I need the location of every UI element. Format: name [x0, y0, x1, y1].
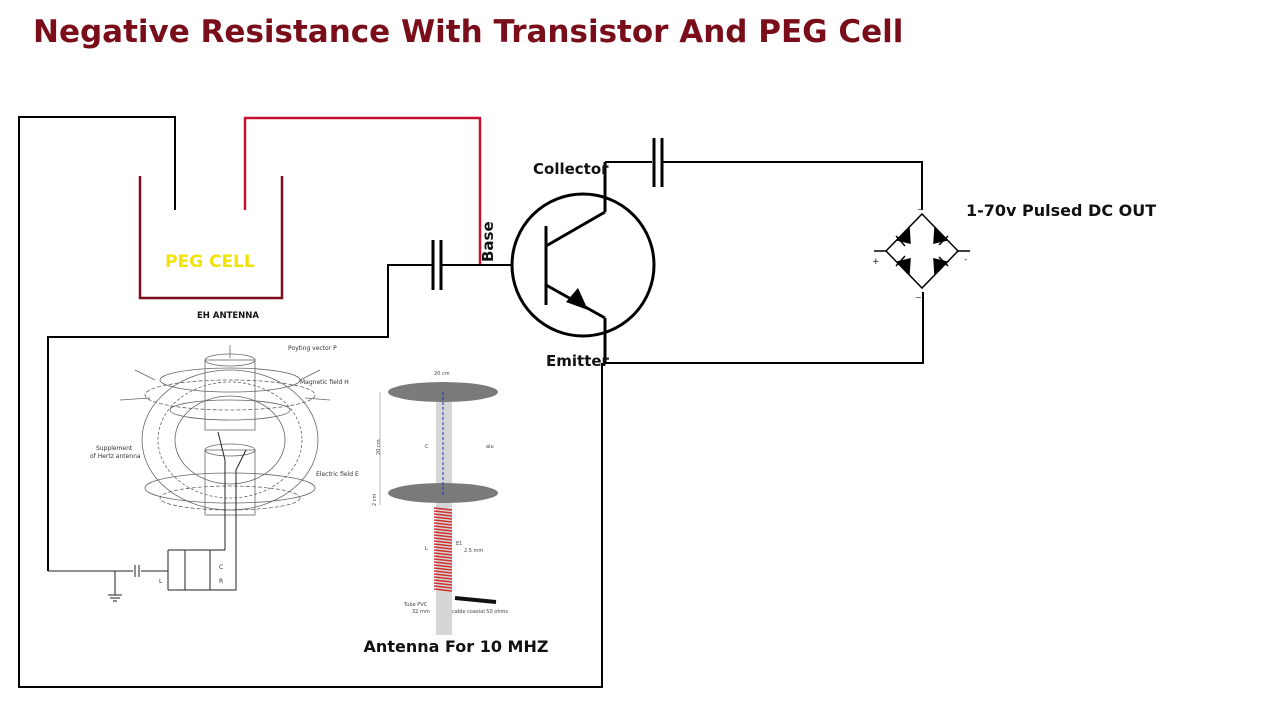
emitter-arrow — [566, 288, 588, 310]
coil-turn — [433, 540, 453, 544]
base-capacitor — [431, 240, 443, 290]
antenna-c-label: C — [425, 444, 429, 450]
coil-turn — [433, 576, 453, 580]
bridge-rectifier — [874, 212, 970, 290]
bridge-diodes — [895, 226, 949, 276]
coil-turn — [433, 558, 453, 562]
coil-turn — [433, 579, 453, 583]
peg-cell-label: PEG CELL — [165, 252, 255, 272]
bridge-plus-mark: + — [872, 257, 880, 267]
antenna-coil — [433, 507, 453, 592]
emitter-label: Emitter — [546, 352, 610, 370]
eh-l-label: L — [159, 578, 163, 585]
collector-wire — [605, 161, 924, 364]
coil-turn — [433, 555, 453, 559]
tube-label-1: Tube PVC — [403, 602, 428, 608]
antenna-gap-label: 2 cm — [372, 493, 378, 506]
eh-feed-network — [48, 431, 247, 602]
eh-c-label: C — [219, 564, 223, 571]
magnetic-label: Magnetic field H — [300, 379, 349, 386]
npn-transistor — [510, 162, 656, 363]
supplement-label-2: of Hertz antenna — [90, 453, 141, 460]
coil-turn — [433, 507, 453, 511]
coil-turn — [433, 552, 453, 556]
eh-r-label: R — [219, 578, 223, 585]
collector-label: Collector — [533, 160, 609, 178]
coil-turn — [433, 537, 453, 541]
coil-turn — [433, 561, 453, 565]
antenna-loop-wire — [47, 264, 512, 571]
coil-turn — [433, 570, 453, 574]
supplement-label-1: Supplement — [96, 445, 133, 452]
cable-label: cable coaxial 50 ohms — [452, 609, 508, 615]
antenna-alu-label: alu — [486, 444, 494, 450]
coil-turn — [433, 519, 453, 523]
antenna-width-label: 20 cm — [434, 371, 450, 377]
peg-cell — [138, 176, 284, 300]
coil-turn — [433, 525, 453, 529]
coil-turn — [433, 510, 453, 514]
coil-turn — [433, 573, 453, 577]
coil-turn — [433, 534, 453, 538]
bridge-minus-mark: - — [964, 255, 967, 265]
bridge-ac-bottom-mark: ~ — [915, 293, 922, 302]
output-label: 1-70v Pulsed DC OUT — [966, 201, 1156, 220]
base-feed-wire — [243, 116, 482, 264]
coil-turn — [433, 543, 453, 547]
tube-label-2: 32 mm — [412, 609, 430, 615]
coax-cable — [454, 596, 497, 604]
antenna-caption: Antenna For 10 MHZ — [364, 637, 549, 656]
eh-antenna-sketch — [119, 345, 331, 516]
bridge-ac-top-mark: ~ — [917, 205, 924, 214]
coil-turn — [433, 522, 453, 526]
coil-turn — [433, 585, 453, 589]
poynting-label: Poyting vector P — [288, 345, 337, 352]
antenna-l-label: L — [425, 546, 428, 552]
coil-turn — [433, 516, 453, 520]
collector-capacitor — [652, 138, 664, 187]
eh-antenna-label: EH ANTENNA — [197, 311, 259, 321]
coil-turn — [433, 564, 453, 568]
coil-turn — [433, 582, 453, 586]
coil-turn — [433, 513, 453, 517]
coil-turn — [433, 588, 453, 592]
antenna-height-label: 20 cm — [376, 439, 382, 455]
ground-loop-wire — [18, 116, 603, 688]
coil-turn — [433, 528, 453, 532]
antenna-e1-value: 2.5 mm — [464, 548, 483, 554]
coil-turn — [433, 549, 453, 553]
coil-turn — [433, 546, 453, 550]
base-label: Base — [479, 221, 497, 262]
electric-label: Electric field E — [316, 471, 359, 478]
coil-turn — [433, 531, 453, 535]
coil-turn — [433, 567, 453, 571]
antenna-e1-label: E1 — [456, 541, 462, 547]
page-title: Negative Resistance With Transistor And … — [33, 14, 904, 50]
